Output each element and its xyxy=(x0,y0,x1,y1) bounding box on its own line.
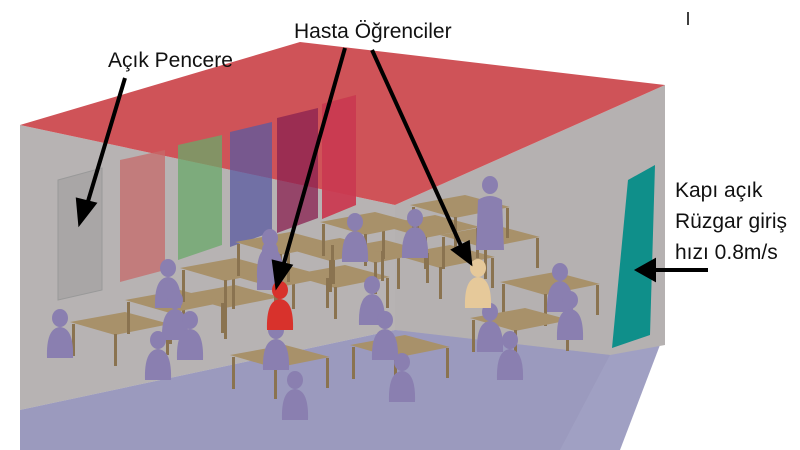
label-open-window: Açık Pencere xyxy=(108,49,233,72)
arrow-head-sick-student-2 xyxy=(450,239,473,267)
window-panel xyxy=(120,150,165,282)
student xyxy=(341,213,369,262)
window-panels xyxy=(120,95,356,282)
student xyxy=(281,371,309,420)
student xyxy=(556,291,584,340)
label-sick-students: Hasta Öğrenciler xyxy=(294,20,452,43)
arrow-sick-student-2 xyxy=(370,49,464,249)
arrow-head-door xyxy=(633,257,656,283)
arrow-sick-student-1 xyxy=(280,47,347,271)
student xyxy=(161,291,189,340)
door xyxy=(612,165,655,348)
sick-student-tan xyxy=(464,259,492,308)
window-panel xyxy=(230,122,272,247)
floor-front xyxy=(20,330,610,450)
furniture xyxy=(46,176,600,420)
arrow-open-window xyxy=(84,77,127,209)
student xyxy=(46,309,74,358)
label-wind-speed: hızı 0.8m/s xyxy=(675,241,778,264)
annotation-arrows xyxy=(75,47,708,291)
window-panel xyxy=(277,108,318,233)
student xyxy=(401,209,429,258)
student xyxy=(176,311,204,360)
student xyxy=(496,331,524,380)
student xyxy=(371,311,399,360)
arrow-head-sick-student-1 xyxy=(271,259,294,291)
window-panel xyxy=(178,135,222,260)
arrow-head-open-window xyxy=(75,197,98,228)
standing-teacher xyxy=(476,176,504,250)
window-panel xyxy=(322,95,356,219)
student xyxy=(144,331,172,380)
open-window xyxy=(57,167,103,301)
desk xyxy=(500,272,600,326)
student xyxy=(388,353,416,402)
label-door-open: Kapı açık xyxy=(675,179,763,202)
desk xyxy=(290,265,390,319)
label-wind-inlet: Rüzgar giriş xyxy=(675,210,788,233)
